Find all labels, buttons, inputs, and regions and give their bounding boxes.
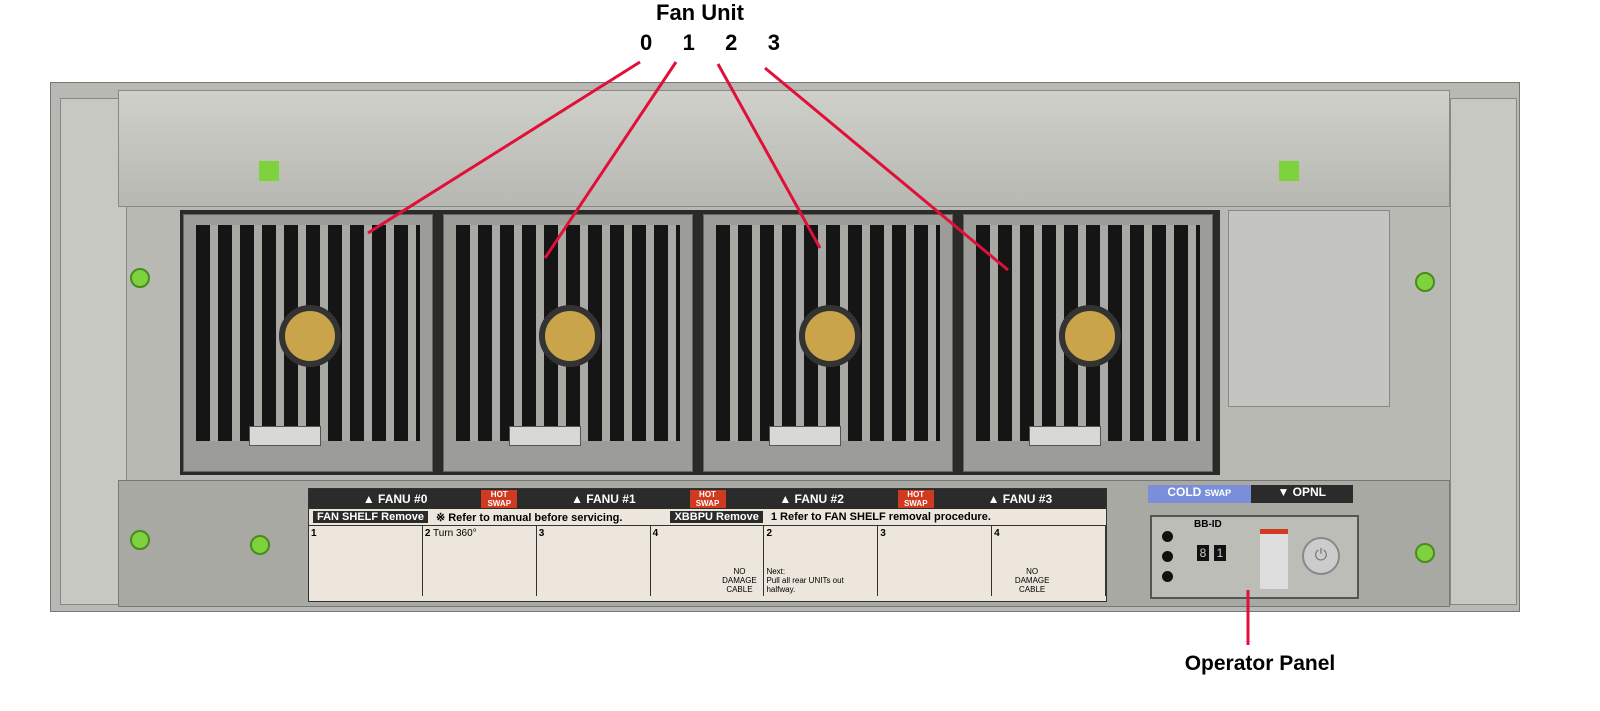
thumbscrew[interactable] xyxy=(130,268,150,288)
thumbscrew[interactable] xyxy=(250,535,270,555)
callout-line-fan-3 xyxy=(764,66,1009,272)
opnl-label: ▼ OPNL xyxy=(1250,485,1353,503)
arrow-left-icon xyxy=(259,161,279,181)
callout-line-fan-2 xyxy=(716,63,822,249)
service-label: ▲ FANU #0 HOT SWAP ▲ FANU #1 HOT SWAP ▲ … xyxy=(308,488,1107,602)
thumbscrew[interactable] xyxy=(1415,272,1435,292)
fan-unit-0[interactable] xyxy=(183,214,433,472)
fanu-0-label: ▲ FANU #0 xyxy=(362,492,428,506)
left-rack-ear xyxy=(60,98,127,605)
step: 3 xyxy=(537,526,651,596)
xscf-led xyxy=(1162,551,1173,562)
thumbscrew[interactable] xyxy=(130,530,150,550)
bb-id-label: BB-ID xyxy=(1194,519,1222,530)
power-button[interactable]: ⏻ xyxy=(1302,537,1340,575)
callout-line-fan-1 xyxy=(543,61,678,259)
opnl-header: COLD SWAP ▼ OPNL xyxy=(1148,485,1353,503)
fan-shelf-remove-heading: FAN SHELF Remove xyxy=(313,511,428,523)
thumbscrew[interactable] xyxy=(1415,543,1435,563)
hot-swap-badge: HOT SWAP xyxy=(689,490,726,508)
fan-unit-3[interactable] xyxy=(963,214,1213,472)
mode-switch[interactable] xyxy=(1260,529,1288,589)
arrow-right-icon xyxy=(1279,161,1299,181)
step: 2 Turn 360° xyxy=(423,526,537,596)
fan-number-3: 3 xyxy=(767,30,780,55)
hot-swap-badge: HOT SWAP xyxy=(481,490,518,508)
fan-numbers: 0 1 2 3 xyxy=(640,30,780,56)
step: 1 xyxy=(309,526,423,596)
xbbpu-remove-heading: XBBPU Remove xyxy=(670,511,763,523)
cold-swap-badge: COLD SWAP xyxy=(1148,485,1251,503)
right-rack-ear xyxy=(1450,98,1517,605)
fan-unit-title: Fan Unit xyxy=(656,0,744,25)
operator-panel: BB-ID 8 1 ⏻ xyxy=(1150,515,1359,599)
fan-unit-1[interactable] xyxy=(443,214,693,472)
fanu-3-label: ▲ FANU #3 xyxy=(987,492,1053,506)
refer-manual-note: ※ Refer to manual before servicing. xyxy=(435,511,623,524)
power-led xyxy=(1162,531,1173,542)
check-led xyxy=(1162,571,1173,582)
step: 3 xyxy=(878,526,993,596)
callout-line-fan-0 xyxy=(367,60,641,235)
bb-id-digit: 8 xyxy=(1197,545,1209,561)
fanu-2-label: ▲ FANU #2 xyxy=(779,492,844,506)
fan-number-1: 1 xyxy=(682,30,695,55)
fan-number-0: 0 xyxy=(640,30,653,55)
fanu-1-label: ▲ FANU #1 xyxy=(571,492,636,506)
bb-id-digit: 1 xyxy=(1214,545,1226,561)
blank-cover xyxy=(1228,210,1390,407)
operator-panel-caption: Operator Panel xyxy=(1184,652,1336,675)
refer-fan-shelf-note: 1 Refer to FAN SHELF removal procedure. xyxy=(770,511,991,523)
top-panel xyxy=(118,90,1450,207)
fan-unit-2[interactable] xyxy=(703,214,953,472)
fan-number-2: 2 xyxy=(725,30,738,55)
hot-swap-badge: HOT SWAP xyxy=(897,490,934,508)
